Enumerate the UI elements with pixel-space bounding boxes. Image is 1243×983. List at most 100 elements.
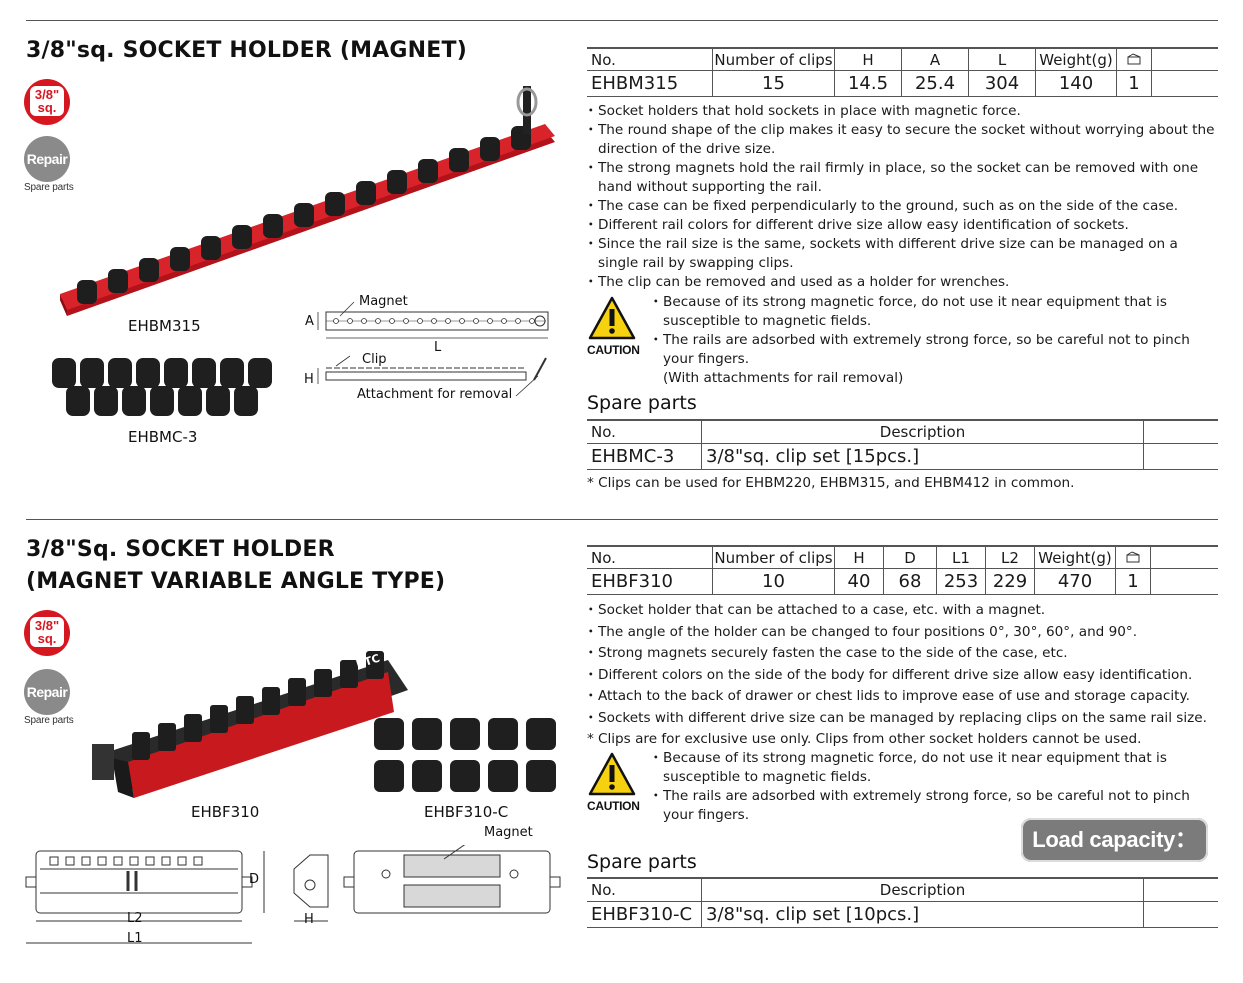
feature-item: Attach to the back of drawer or chest li…	[584, 686, 1217, 708]
feature-item: The case can be fixed perpendicularly to…	[584, 197, 1217, 216]
size-badge-top: 3/8"	[34, 618, 60, 633]
section2-cautions: Because of its strong magnetic force, do…	[649, 749, 1193, 825]
spec2-value-weight: 470	[1034, 568, 1116, 595]
feature-item: Socket holders that hold sockets in plac…	[584, 102, 1217, 121]
top-rule	[26, 20, 1218, 21]
size-badge: 3/8" sq.	[24, 610, 70, 656]
spec2-header-l2: L2	[985, 545, 1035, 569]
spec1-value-h: 14.5	[834, 70, 902, 97]
spare1-header-no: No.	[587, 419, 702, 444]
spec2-header-d: D	[883, 545, 937, 569]
diagram-d-label: D	[249, 872, 260, 887]
spec1-header-clips: Number of clips	[712, 47, 835, 71]
feature-item: Different rail colors for different driv…	[584, 216, 1217, 235]
caution-item: (With attachments for rail removal)	[663, 370, 904, 386]
spec2-value-no: EHBF310	[587, 568, 713, 595]
spec1-value-qty: 1	[1116, 70, 1152, 97]
diagram-magnet-label: Magnet	[484, 825, 533, 840]
feature-item: Sockets with different drive size can be…	[584, 708, 1217, 730]
diagram-l1-label: L1	[127, 931, 143, 946]
clip-set-label: EHBF310-C	[424, 803, 509, 821]
clip-set-label: EHBMC-3	[128, 428, 198, 446]
spec2-value-l1: 253	[936, 568, 986, 595]
spare2-header-description: Description	[701, 877, 1144, 902]
section2-title-line2: (MAGNET VARIABLE ANGLE TYPE)	[26, 569, 446, 594]
caution-item: Because of its strong magnetic force, do…	[649, 749, 1193, 787]
angle-holder-image	[92, 651, 408, 798]
spec-table-1: No. Number of clips H A L Weight(g) EHBM…	[587, 47, 1218, 97]
spare-table-2: No. Description EHBF310-C 3/8"sq. clip s…	[587, 877, 1218, 928]
load-capacity-badge: Load capacity：3kg	[1021, 818, 1208, 896]
feature-note: Clips are for exclusive use only. Clips …	[587, 729, 1217, 751]
section1-note: * Clips can be used for EHBM220, EHBM315…	[587, 475, 1075, 491]
spec2-header-clips: Number of clips	[712, 545, 835, 569]
holder-product-label: EHBF310	[191, 803, 260, 821]
diagram-attachment-label: Attachment for removal	[357, 387, 513, 402]
size-badge-inner: 3/8" sq.	[30, 86, 64, 116]
section1-spare-title: Spare parts	[587, 392, 697, 414]
repair-badge: Repair	[24, 669, 70, 715]
rail-product-label: EHBM315	[128, 317, 201, 335]
feature-item: Different colors on the side of the body…	[584, 665, 1217, 687]
section1-title: 3/8"sq. SOCKET HOLDER (MAGNET)	[26, 38, 467, 63]
spare1-header-description: Description	[701, 419, 1144, 444]
spare2-header-no: No.	[587, 877, 702, 902]
rail-dimension-diagram	[317, 301, 549, 397]
spec1-header-no: No.	[587, 47, 713, 71]
spare-table-1: No. Description EHBMC-3 3/8"sq. clip set…	[587, 419, 1218, 470]
spec1-header-a: A	[901, 47, 969, 71]
size-badge-bottom: sq.	[37, 631, 57, 646]
caution-label: CAUTION	[587, 799, 640, 813]
feature-item: The strong magnets hold the rail firmly …	[584, 159, 1217, 197]
diagram-h-label: H	[304, 372, 314, 387]
spec2-header-l1: L1	[936, 545, 986, 569]
caution-item: Because of its strong magnetic force, do…	[649, 293, 1218, 331]
feature-item: The angle of the holder can be changed t…	[584, 622, 1217, 644]
spec1-value-a: 25.4	[901, 70, 969, 97]
feature-item: The clip can be removed and used as a ho…	[584, 273, 1217, 292]
clip-set-image	[52, 358, 272, 416]
spare2-value-blank	[1143, 901, 1218, 928]
spare-parts-small-label: Spare parts	[24, 715, 74, 726]
spec1-header-blank	[1151, 47, 1218, 71]
diagram-a-label: A	[305, 314, 314, 329]
diagram-l2-label: L2	[127, 911, 143, 926]
size-badge-top: 3/8"	[34, 87, 60, 102]
feature-item: Strong magnets securely fasten the case …	[584, 643, 1217, 665]
spare1-value-no: EHBMC-3	[587, 443, 702, 470]
spec1-header-weight: Weight(g)	[1035, 47, 1117, 71]
spec1-value-blank	[1151, 70, 1218, 97]
spec2-value-blank	[1150, 568, 1218, 595]
spec1-value-l: 304	[968, 70, 1036, 97]
spec1-header-h: H	[834, 47, 902, 71]
caution-icon	[588, 296, 636, 340]
spec1-value-weight: 140	[1035, 70, 1117, 97]
section2-features: Socket holder that can be attached to a …	[584, 600, 1217, 751]
caution-item: The rails are adsorbed with extremely st…	[649, 787, 1193, 825]
spec2-value-h: 40	[834, 568, 884, 595]
caution-icon	[588, 752, 636, 796]
feature-item: The round shape of the clip makes it eas…	[584, 121, 1217, 159]
spec2-header-weight: Weight(g)	[1034, 545, 1116, 569]
diagram-magnet-label: Magnet	[359, 294, 408, 309]
section1-cautions: Because of its strong magnetic force, do…	[649, 293, 1218, 388]
spec1-value-no: EHBM315	[587, 70, 713, 97]
box-icon	[1115, 545, 1151, 569]
socket-rail-image	[60, 86, 555, 316]
clip-set-image	[374, 718, 556, 792]
middle-rule	[26, 519, 1218, 520]
diagram-h-label: H	[304, 912, 314, 927]
spec1-value-clips: 15	[712, 70, 835, 97]
feature-item: Since the rail size is the same, sockets…	[584, 235, 1217, 273]
holder-dimension-diagram	[25, 845, 561, 944]
feature-item: Socket holder that can be attached to a …	[584, 600, 1217, 622]
size-badge: 3/8" sq.	[24, 79, 70, 125]
spec2-header-h: H	[834, 545, 884, 569]
caution-item: The rails are adsorbed with extremely st…	[649, 331, 1218, 369]
spec2-value-clips: 10	[712, 568, 835, 595]
repair-badge: Repair	[24, 136, 70, 182]
spare-parts-small-label: Spare parts	[24, 182, 74, 193]
section1-features: Socket holders that hold sockets in plac…	[584, 102, 1217, 292]
section2-spare-title: Spare parts	[587, 851, 697, 873]
size-badge-inner: 3/8" sq.	[30, 617, 64, 647]
